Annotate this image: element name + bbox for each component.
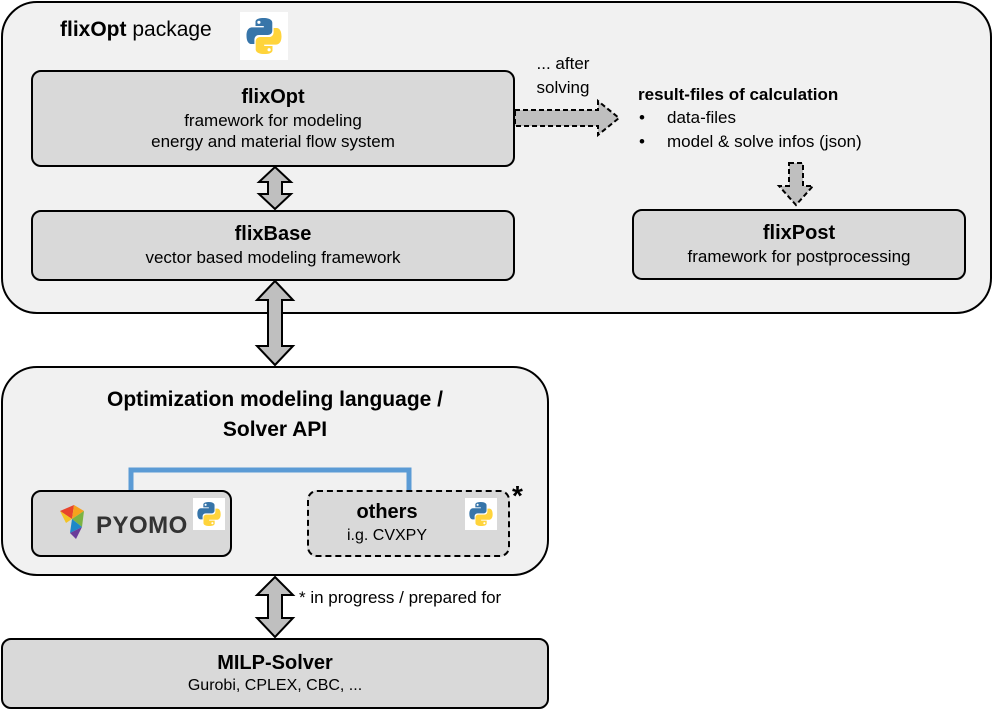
python-logo-icon xyxy=(240,12,288,60)
oml-title-line1: Optimization modeling language / xyxy=(106,388,443,411)
package-title-rest: package xyxy=(126,18,212,41)
result-files-bullet-1-text: data-files xyxy=(667,108,736,127)
pyomo-others-connector xyxy=(128,467,412,490)
flixbase-title: flixBase xyxy=(234,223,312,246)
progress-note: * in progress / prepared for xyxy=(299,588,502,607)
flixopt-flixbase-arrow xyxy=(256,165,294,211)
flixopt-line2: energy and material flow system xyxy=(151,132,395,151)
flixpost-title: flixPost xyxy=(762,222,836,245)
python-logo-icon xyxy=(193,498,225,530)
milp-title: MILP-Solver xyxy=(217,652,333,674)
milp-solver-box: MILP-Solver Gurobi, CPLEX, CBC, ... xyxy=(1,638,549,709)
oml-milp-arrow xyxy=(254,575,296,639)
flixpost-line1: framework for postprocessing xyxy=(687,247,911,267)
milp-line1: Gurobi, CPLEX, CBC, ... xyxy=(187,677,363,694)
flixbase-box: flixBase vector based modeling framework xyxy=(31,210,515,281)
oml-title-line2: Solver API xyxy=(222,418,328,441)
after-solving-line1: ... after xyxy=(536,54,590,73)
package-title-bold: flixOpt xyxy=(60,18,127,41)
flixopt-line1: framework for modeling xyxy=(184,110,362,130)
flixbase-oml-arrow xyxy=(254,279,296,367)
python-logo-icon xyxy=(465,498,497,530)
after-solving-label: ... after solving xyxy=(518,52,608,100)
result-files: result-files of calculation • data-files… xyxy=(638,84,938,154)
pyomo-label: PYOMO xyxy=(96,512,188,539)
others-title: others xyxy=(356,501,418,523)
result-files-bullet-2: • model & solve infos (json) xyxy=(638,130,938,154)
flixopt-title: flixOpt xyxy=(241,85,305,108)
after-solving-line2: solving xyxy=(536,78,590,97)
flixbase-line1: vector based modeling framework xyxy=(145,248,401,268)
flixopt-box: flixOpt framework for modeling energy an… xyxy=(31,70,515,167)
oml-title: Optimization modeling language / Solver … xyxy=(1,385,549,445)
results-flixpost-arrow xyxy=(776,162,816,207)
flixpost-box: flixPost framework for postprocessing xyxy=(632,209,966,280)
others-text: others i.g. CVXPY xyxy=(322,500,452,548)
result-files-title: result-files of calculation xyxy=(638,85,839,104)
result-files-bullet-1: • data-files xyxy=(638,106,938,130)
pyomo-bird-icon xyxy=(58,501,98,541)
bullet-dot-icon: • xyxy=(639,108,645,127)
others-subtitle: i.g. CVXPY xyxy=(346,527,428,544)
bullet-dot-icon: • xyxy=(639,132,645,151)
others-asterisk: * xyxy=(512,480,523,511)
package-title: flixOpt package xyxy=(60,18,212,42)
after-solving-arrow xyxy=(514,98,621,138)
result-files-bullet-2-text: model & solve infos (json) xyxy=(667,132,862,151)
